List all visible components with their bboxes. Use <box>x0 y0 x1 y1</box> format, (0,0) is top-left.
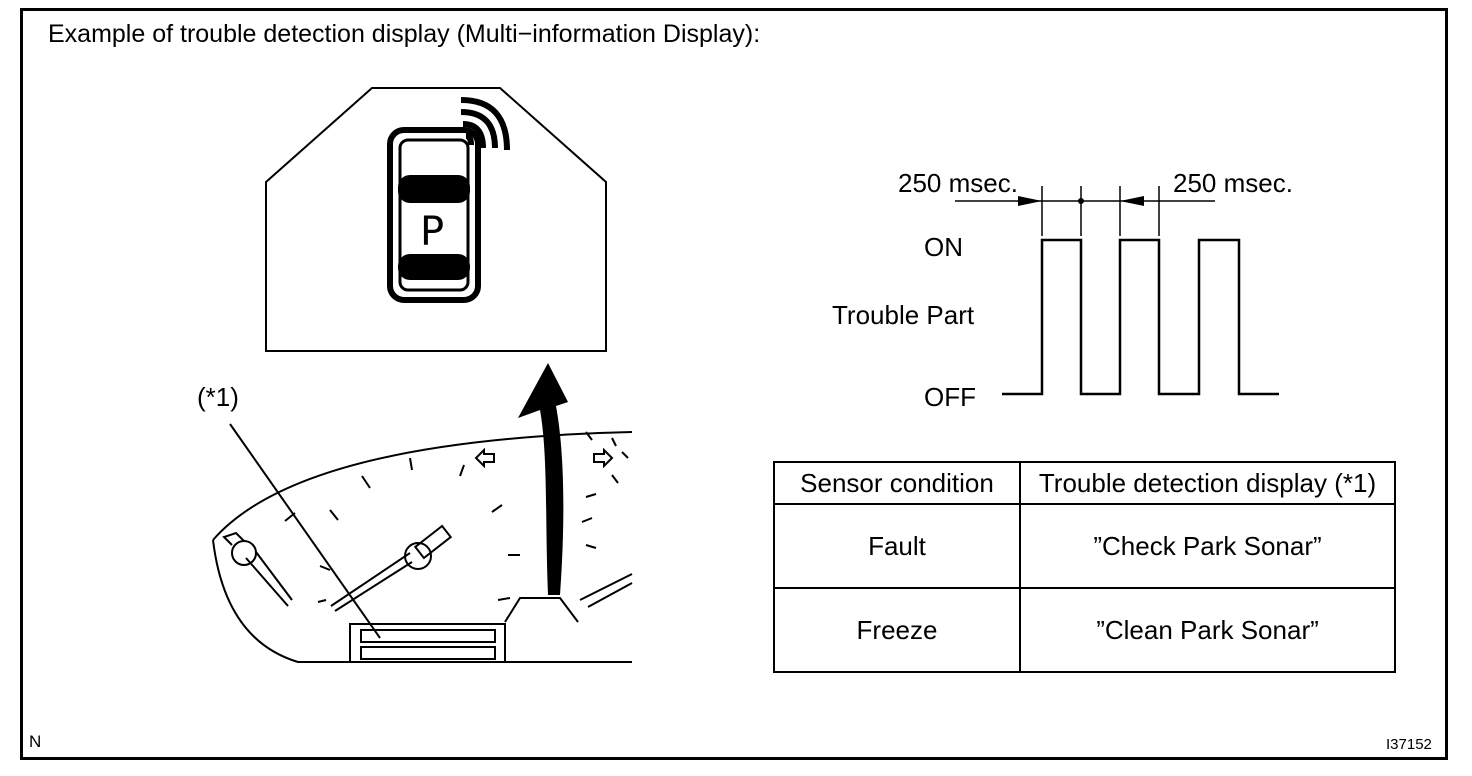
car-icon-letter: P <box>420 209 444 255</box>
callout-label: (*1) <box>197 382 239 412</box>
callout-leader <box>229 423 381 639</box>
table-cell: Fault <box>773 503 1021 589</box>
table-row: Fault ”Check Park Sonar” <box>773 503 1396 589</box>
dim-arrow-right <box>1120 196 1144 206</box>
table-header-row: Sensor condition Trouble detection displ… <box>773 461 1396 505</box>
table-header: Trouble detection display (*1) <box>1019 461 1396 505</box>
pointer-arrow <box>518 363 568 595</box>
corner-label-left: N <box>29 732 42 751</box>
table-cell: Freeze <box>773 587 1021 673</box>
table-header: Sensor condition <box>773 461 1021 505</box>
table-cell: ”Clean Park Sonar” <box>1019 587 1396 673</box>
figure-frame <box>20 8 1448 760</box>
timing-left-label: 250 msec. <box>898 168 1018 198</box>
timing-signal-label: Trouble Part <box>832 300 975 330</box>
instrument-cluster <box>212 431 633 663</box>
timing-right-label: 250 msec. <box>1173 168 1293 198</box>
figure-title: Example of trouble detection display (Mu… <box>48 20 761 48</box>
timing-waveform <box>1002 238 1279 396</box>
dim-dot <box>1078 198 1084 204</box>
dim-arrow-left <box>1018 196 1042 206</box>
table-cell: ”Check Park Sonar” <box>1019 503 1396 589</box>
table-row: Freeze ”Clean Park Sonar” <box>773 587 1396 673</box>
park-sonar-car-icon <box>387 97 510 303</box>
figure-id: I37152 <box>1386 736 1432 753</box>
timing-on-label: ON <box>924 232 963 262</box>
condition-table: Sensor condition Trouble detection displ… <box>773 461 1396 673</box>
timing-off-label: OFF <box>924 382 976 412</box>
